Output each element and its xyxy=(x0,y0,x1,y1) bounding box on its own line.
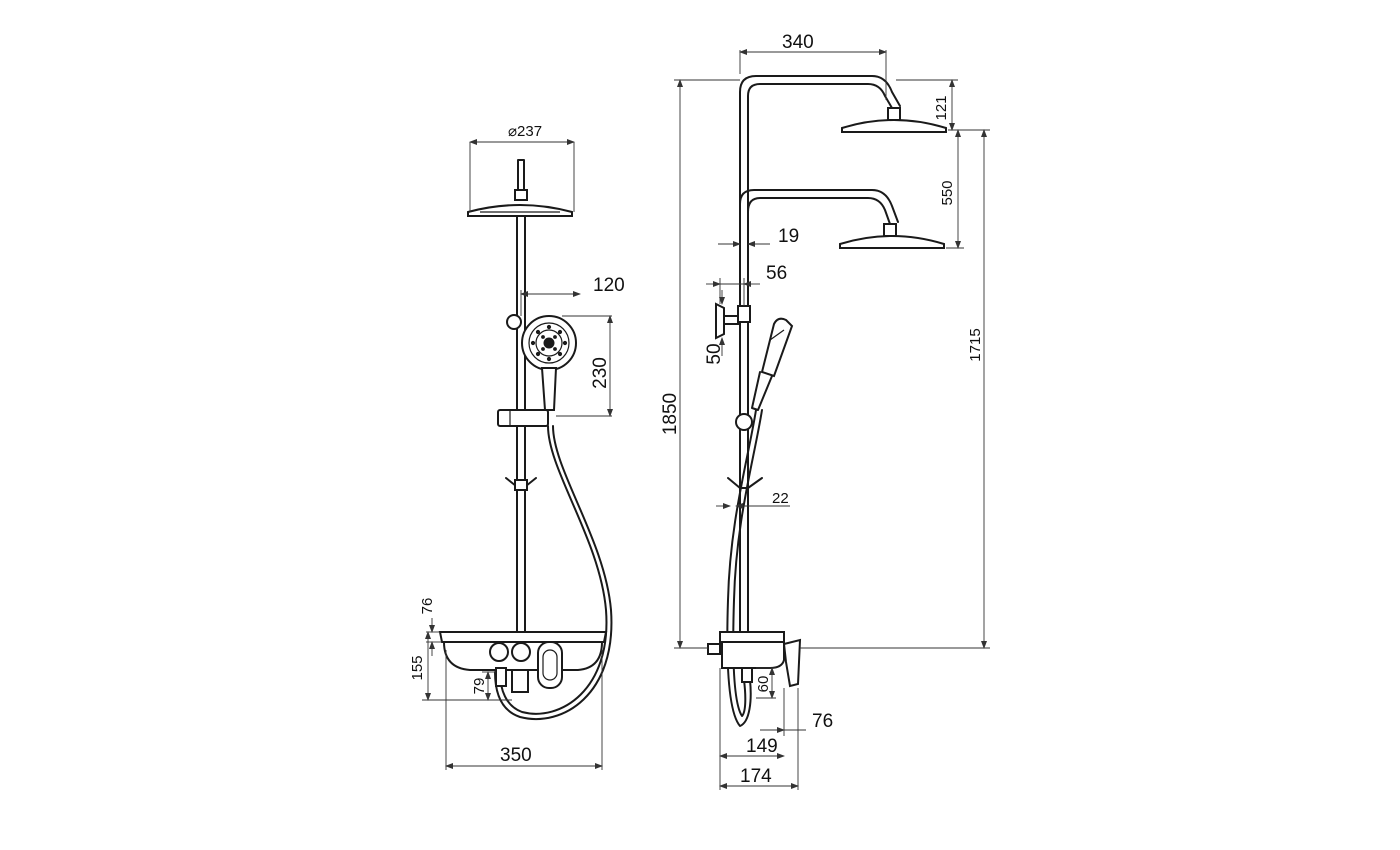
side-view: 340 121 550 19 56 50 xyxy=(660,32,990,790)
dim-hook-offset: 22 xyxy=(772,490,789,507)
dim-lever-projection: 76 xyxy=(812,711,833,732)
dim-shelf-thickness: 76 xyxy=(419,598,436,615)
side-holder xyxy=(715,302,751,340)
dim-adjust-range: 550 xyxy=(939,180,956,205)
dim-outlet-drop: 79 xyxy=(471,678,488,695)
dim-arm-projection: 340 xyxy=(782,32,814,53)
side-upper-arm xyxy=(739,75,947,251)
dim-mixer-height: 155 xyxy=(409,655,426,680)
front-mixer xyxy=(438,631,608,693)
front-dimensions: ⌀237 120 230 76 155 79 xyxy=(409,123,625,770)
dim-rail-height: 1715 xyxy=(967,328,984,361)
dim-mixer-depth: 149 xyxy=(746,736,778,757)
dim-head-diameter: ⌀237 xyxy=(508,123,542,140)
dim-holder-offset: 56 xyxy=(766,263,787,284)
dim-total-height: 1850 xyxy=(660,393,681,435)
side-lower-arm xyxy=(739,189,945,251)
side-mixer xyxy=(707,631,802,688)
dim-rail-diameter: 19 xyxy=(778,226,799,247)
dim-outlet-height: 60 xyxy=(755,676,772,693)
front-hose xyxy=(494,425,613,720)
dim-total-depth: 174 xyxy=(740,766,772,787)
dim-hand-length: 230 xyxy=(590,357,611,389)
dim-shelf-width: 350 xyxy=(500,745,532,766)
dim-hand-offset: 120 xyxy=(593,275,625,296)
side-hook xyxy=(727,477,763,489)
dim-head-height: 121 xyxy=(933,95,950,120)
side-dimensions: 340 121 550 19 56 50 xyxy=(660,32,990,790)
spray-nozzles xyxy=(530,324,568,362)
dim-connector-height: 50 xyxy=(704,343,725,364)
front-view: ⌀237 120 230 76 155 79 xyxy=(409,123,625,770)
front-rain-head xyxy=(467,159,573,217)
side-hand-shower xyxy=(735,317,794,431)
front-hand-shower xyxy=(497,314,577,427)
